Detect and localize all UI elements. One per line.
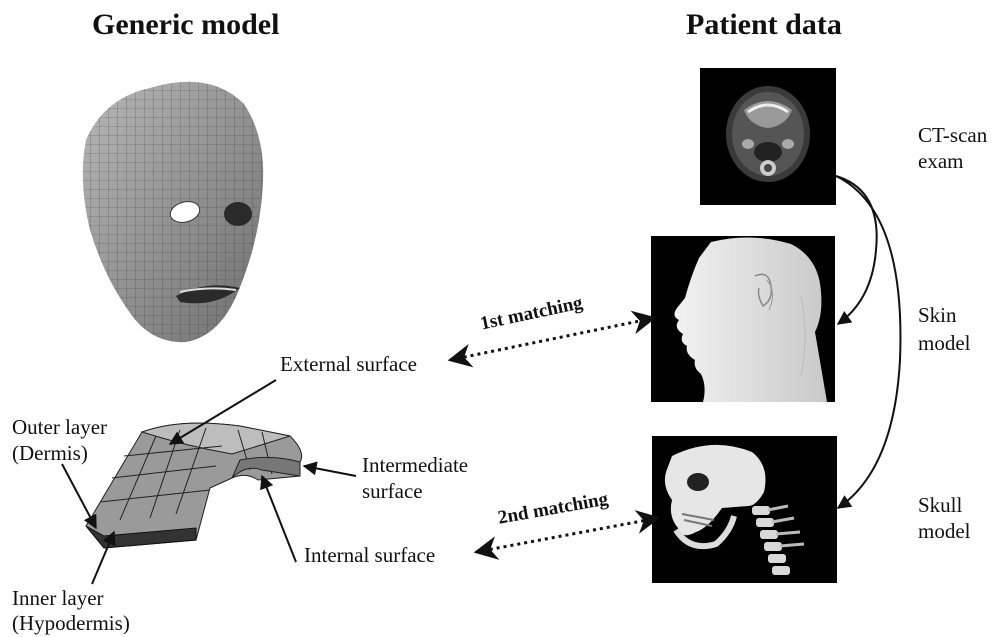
outer-layer-pointer — [62, 464, 96, 528]
ct-to-skull-arrow — [836, 176, 900, 508]
generic-face-mesh — [83, 82, 263, 342]
skull-model-label-line2: model — [918, 518, 971, 544]
ct-to-skin-arrow — [836, 176, 877, 324]
intermediate-surface-label-line2: surface — [362, 478, 423, 504]
inner-layer-label-line2: (Hypodermis) — [12, 610, 130, 636]
skull-model-label-line1: Skull — [918, 492, 962, 518]
internal-surface-pointer — [262, 476, 296, 562]
internal-surface-label: Internal surface — [304, 542, 435, 568]
external-surface-label: External surface — [280, 351, 417, 377]
intermediate-surface-label-line1: Intermediate — [362, 452, 468, 478]
skin-model-label-line2: model — [918, 330, 971, 356]
intermediate-surface-pointer — [304, 466, 356, 476]
outer-layer-label-line2: (Dermis) — [12, 440, 88, 466]
skin-model-label-line1: Skin — [918, 302, 957, 328]
ct-scan-label-line2: exam — [918, 148, 963, 174]
outer-layer-label-line1: Outer layer — [12, 414, 107, 440]
ct-scan-label-line1: CT-scan — [918, 122, 987, 148]
skin-layer-patch — [86, 423, 302, 548]
inner-layer-label-line1: Inner layer — [12, 585, 104, 611]
